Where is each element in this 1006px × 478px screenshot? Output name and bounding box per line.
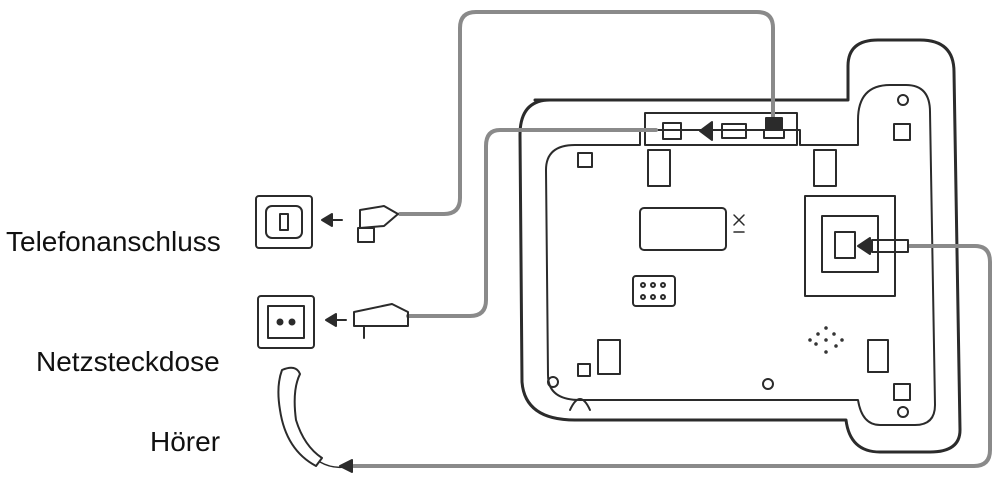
label-netzsteckdose: Netzsteckdose bbox=[36, 346, 220, 377]
power-adapter bbox=[353, 303, 409, 339]
telephone-base bbox=[518, 38, 962, 454]
phone-plug bbox=[357, 205, 399, 243]
arrow-handset bbox=[339, 459, 353, 473]
arrow-power-socket bbox=[325, 313, 337, 327]
netzsteckdose-socket bbox=[257, 295, 315, 349]
ce-symbol-icon bbox=[733, 214, 745, 233]
cables bbox=[352, 10, 992, 468]
telefonanschluss-socket bbox=[255, 195, 313, 249]
power-cable bbox=[406, 128, 658, 318]
phone-line-cable bbox=[398, 10, 775, 216]
base-power-jack bbox=[662, 121, 747, 141]
base-phone-jack bbox=[763, 117, 785, 139]
label-hoerer: Hörer bbox=[150, 426, 221, 457]
handset-cable bbox=[352, 244, 992, 468]
label-telefonanschluss: Telefonanschluss bbox=[6, 226, 221, 257]
arrow-phone-socket bbox=[321, 213, 333, 227]
handset bbox=[277, 366, 351, 469]
base-handset-jack bbox=[857, 237, 909, 255]
